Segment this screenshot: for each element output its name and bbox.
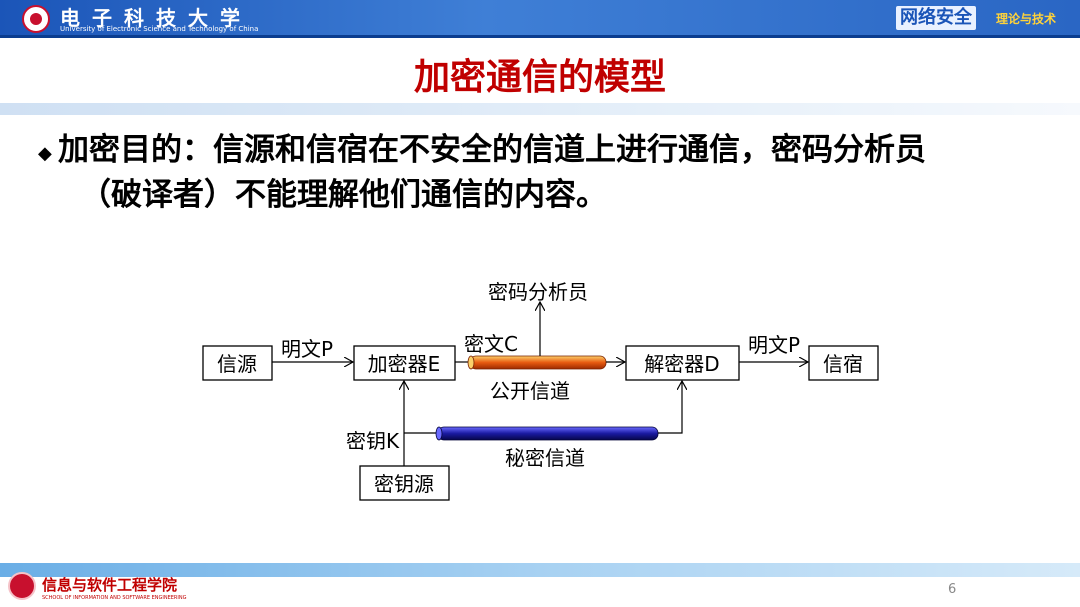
encryptor-box: [353, 345, 456, 381]
public-channel-pipe-end: [467, 355, 475, 370]
slide-title: 加密通信的模型: [413, 57, 666, 98]
plaintext-out-label: 明文P: [748, 333, 800, 357]
key-source-box: [359, 465, 450, 501]
university-logo: [22, 5, 50, 33]
source-box: [202, 345, 273, 381]
key-label: 密钥K: [346, 429, 400, 453]
school-name-cn: 信息与软件工程学院: [42, 576, 178, 594]
title-underline-bar: [0, 103, 1080, 115]
ciphertext-label: 密文C: [464, 332, 518, 356]
decryptor-box: [625, 345, 740, 381]
course-subtitle: 理论与技术: [996, 12, 1057, 26]
key-source-label: 密钥源: [374, 472, 434, 496]
source-label: 信源: [217, 352, 257, 376]
sink-box: [808, 345, 879, 381]
public-channel-pipe: [469, 355, 607, 370]
decryptor-label: 解密器D: [644, 352, 719, 376]
plaintext-in-label: 明文P: [281, 337, 333, 361]
public-channel-label: 公开信道: [490, 379, 570, 403]
university-name-en: University of Electronic Science and Tec…: [60, 25, 259, 33]
page-number: 6: [948, 582, 957, 597]
university-name-cn: 电子科技大学: [60, 6, 252, 30]
school-name-en: SCHOOL OF INFORMATION AND SOFTWARE ENGIN…: [42, 595, 187, 601]
body-text: 加密目的：信源和信宿在不安全的信道上进行通信，密码分析员 （破译者）不能理解他们…: [58, 128, 1038, 218]
body-text-line-2: （破译者）不能理解他们通信的内容。: [80, 177, 607, 213]
top-banner: 电子科技大学 University of Electronic Science …: [0, 0, 1080, 38]
school-logo: [8, 572, 36, 600]
secret-channel-pipe: [437, 426, 659, 441]
encryptor-label: 加密器E: [368, 352, 441, 376]
cryptanalyst-label: 密码分析员: [488, 280, 588, 304]
course-tag: 网络安全: [896, 6, 976, 30]
footer-bar: [0, 563, 1080, 577]
secret-channel-to-decryptor-arrow: [658, 381, 682, 434]
secret-channel-label: 秘密信道: [505, 446, 585, 470]
body-text-line-1: 加密目的：信源和信宿在不安全的信道上进行通信，密码分析员: [58, 132, 926, 168]
sink-label: 信宿: [823, 352, 863, 376]
bullet-diamond-icon: ◆: [38, 143, 52, 164]
secret-channel-pipe-end: [435, 426, 443, 441]
